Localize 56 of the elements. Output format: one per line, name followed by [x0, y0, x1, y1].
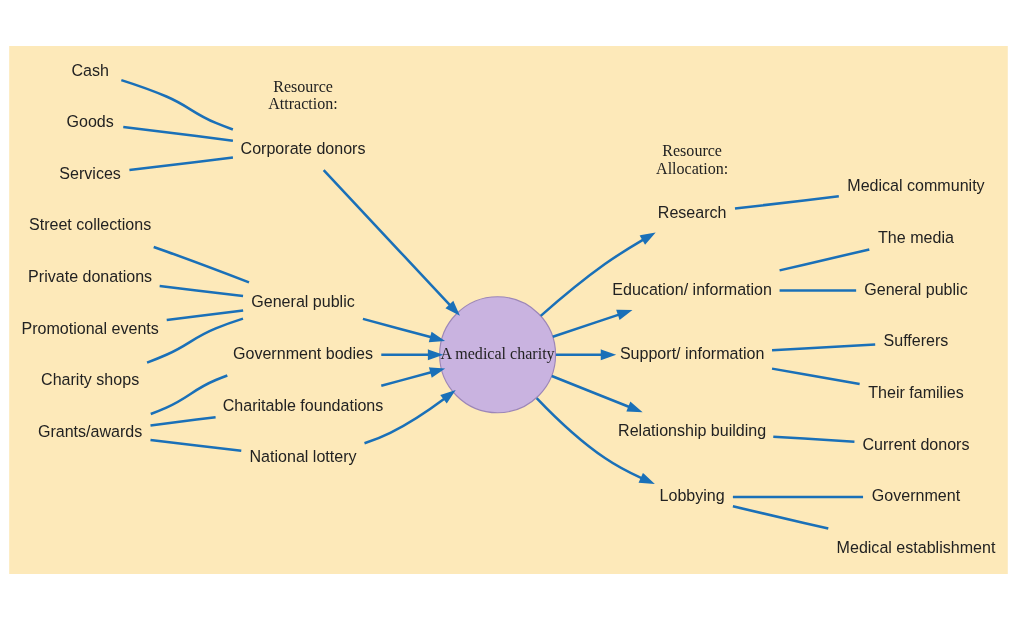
node-text: Grants/awards — [37, 421, 142, 440]
node-text: Government bodies — [232, 343, 373, 362]
node-text: Goods — [65, 111, 114, 130]
connector — [771, 366, 860, 385]
node-text: Government — [871, 485, 960, 504]
node-text: Their families — [867, 382, 964, 401]
arrow — [380, 348, 443, 360]
arrow — [555, 348, 616, 360]
node-text: National lottery — [249, 446, 357, 465]
node-text: Cash — [70, 60, 109, 78]
node-text: Medical establishment — [836, 537, 995, 556]
arrow — [535, 396, 655, 484]
node-text: Charitable foundations — [222, 395, 383, 414]
connector — [122, 125, 233, 142]
connector — [128, 155, 233, 171]
arrow — [539, 231, 656, 317]
arrow — [362, 317, 445, 342]
node-text: Charity shops — [40, 369, 139, 388]
node-text: Support/ information — [619, 343, 764, 362]
node-text: Research — [657, 202, 726, 221]
node-text: Street collections — [28, 214, 151, 233]
arrow — [380, 366, 445, 387]
arrow — [363, 389, 456, 444]
arrow — [322, 168, 460, 316]
connector — [778, 247, 870, 272]
arrow — [550, 374, 643, 412]
node-text: Services — [58, 163, 121, 182]
node-text: Education/ information — [611, 279, 772, 298]
node-text: Private donations — [27, 266, 152, 285]
node-text: General public — [250, 291, 355, 310]
connector — [149, 373, 228, 415]
node-text: Corporate donors — [240, 138, 365, 157]
connector — [734, 194, 839, 210]
connector — [152, 245, 249, 284]
label: Resource Allocation: — [655, 141, 728, 177]
node-text: Medical community — [846, 175, 985, 194]
connector — [120, 78, 233, 131]
node-text: Lobbying — [659, 485, 725, 504]
node-text: Relationship building — [617, 420, 766, 439]
node-text: Promotional events — [20, 318, 159, 337]
node-text: General public — [863, 279, 968, 298]
arrow — [551, 309, 632, 338]
connector — [771, 342, 875, 352]
connector — [772, 434, 854, 443]
connector — [159, 284, 243, 297]
label: Resource Attraction: — [267, 77, 338, 112]
connector — [732, 504, 829, 530]
connector — [779, 288, 856, 292]
connector — [166, 308, 243, 321]
connector — [149, 438, 241, 452]
connector — [146, 316, 243, 364]
connector — [732, 495, 863, 498]
node-text: Current donors — [861, 434, 969, 453]
node-text: Sufferers — [883, 330, 948, 349]
node-text: The media — [877, 227, 954, 246]
connector — [149, 415, 216, 427]
